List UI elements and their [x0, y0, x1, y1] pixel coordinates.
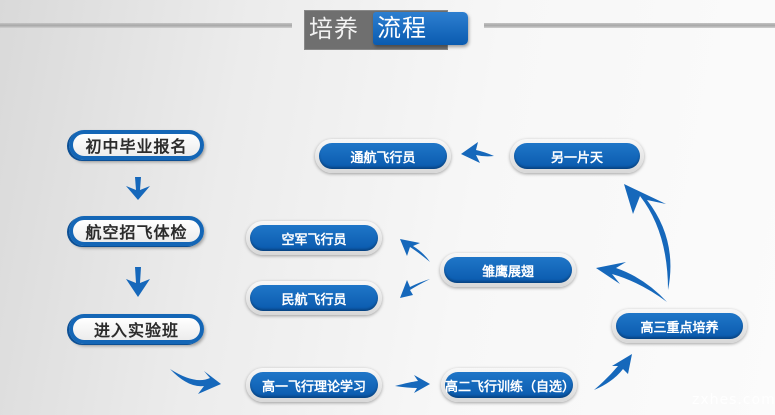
- arrow-up-right-icon: [594, 354, 632, 390]
- node-label: 高三重点培养: [616, 313, 743, 339]
- arrow-down-icon: [126, 267, 150, 297]
- node-grade10-theory: 高一飞行理论学习: [246, 368, 382, 402]
- step-medical-exam: 航空招飞体检: [69, 216, 204, 246]
- title-divider-right: [484, 23, 775, 28]
- step-label: 初中毕业报名: [85, 137, 188, 156]
- node-another-sky: 另一片天: [510, 139, 644, 173]
- step-junior-graduation: 初中毕业报名: [69, 130, 204, 160]
- step-experimental-class: 进入实验班: [69, 314, 204, 344]
- node-young-eagle: 雏鹰展翅: [440, 253, 576, 287]
- arrow-curved-left-icon: [596, 262, 667, 302]
- step-label: 进入实验班: [93, 321, 179, 340]
- node-grade11-training: 高二飞行训练（自选）: [441, 368, 577, 402]
- watermark: zxhes.com: [692, 392, 775, 408]
- node-grade12-training: 高三重点培养: [612, 309, 747, 343]
- node-airforce-pilot: 空军飞行员: [246, 221, 382, 255]
- node-label: 空军飞行员: [250, 225, 378, 251]
- node-civil-pilot: 民航飞行员: [246, 281, 382, 315]
- node-label: 民航飞行员: [250, 285, 378, 311]
- title-highlight: 流程: [373, 12, 468, 45]
- node-label: 通航飞行员: [319, 143, 447, 169]
- arrow-down-icon: [126, 177, 150, 200]
- arrow-left-icon: [400, 279, 430, 298]
- title-prefix: 培养: [309, 15, 359, 43]
- node-label: 雏鹰展翅: [444, 257, 572, 283]
- arrow-left-icon: [461, 142, 494, 163]
- node-general-pilot: 通航飞行员: [315, 139, 451, 173]
- title-divider-left: [0, 23, 292, 28]
- node-label: 高一飞行理论学习: [250, 372, 378, 398]
- step-label: 航空招飞体检: [85, 223, 188, 242]
- arrow-left-icon: [400, 239, 430, 262]
- arrow-curved-right-icon: [170, 369, 221, 394]
- node-label: 另一片天: [514, 143, 640, 169]
- node-label: 高二飞行训练（自选）: [445, 372, 575, 398]
- arrow-curved-up-icon: [624, 184, 671, 290]
- arrow-right-icon: [395, 375, 430, 393]
